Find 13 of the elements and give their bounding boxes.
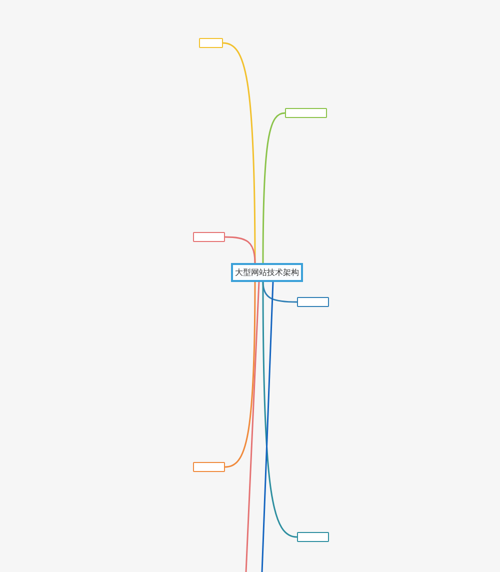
topic-box xyxy=(199,38,223,48)
central-topic-box: 大型网站技术架构 xyxy=(231,263,303,282)
topic-box xyxy=(297,297,329,307)
topic-box xyxy=(297,532,329,542)
branch-line xyxy=(262,112,286,263)
branch-line xyxy=(261,282,274,572)
branch-line xyxy=(262,282,298,538)
topic-box xyxy=(285,108,327,118)
branch-line xyxy=(245,282,260,572)
topic-box xyxy=(193,462,225,472)
branch-line xyxy=(224,236,256,264)
topic-box xyxy=(193,232,225,242)
branch-line xyxy=(224,282,256,468)
